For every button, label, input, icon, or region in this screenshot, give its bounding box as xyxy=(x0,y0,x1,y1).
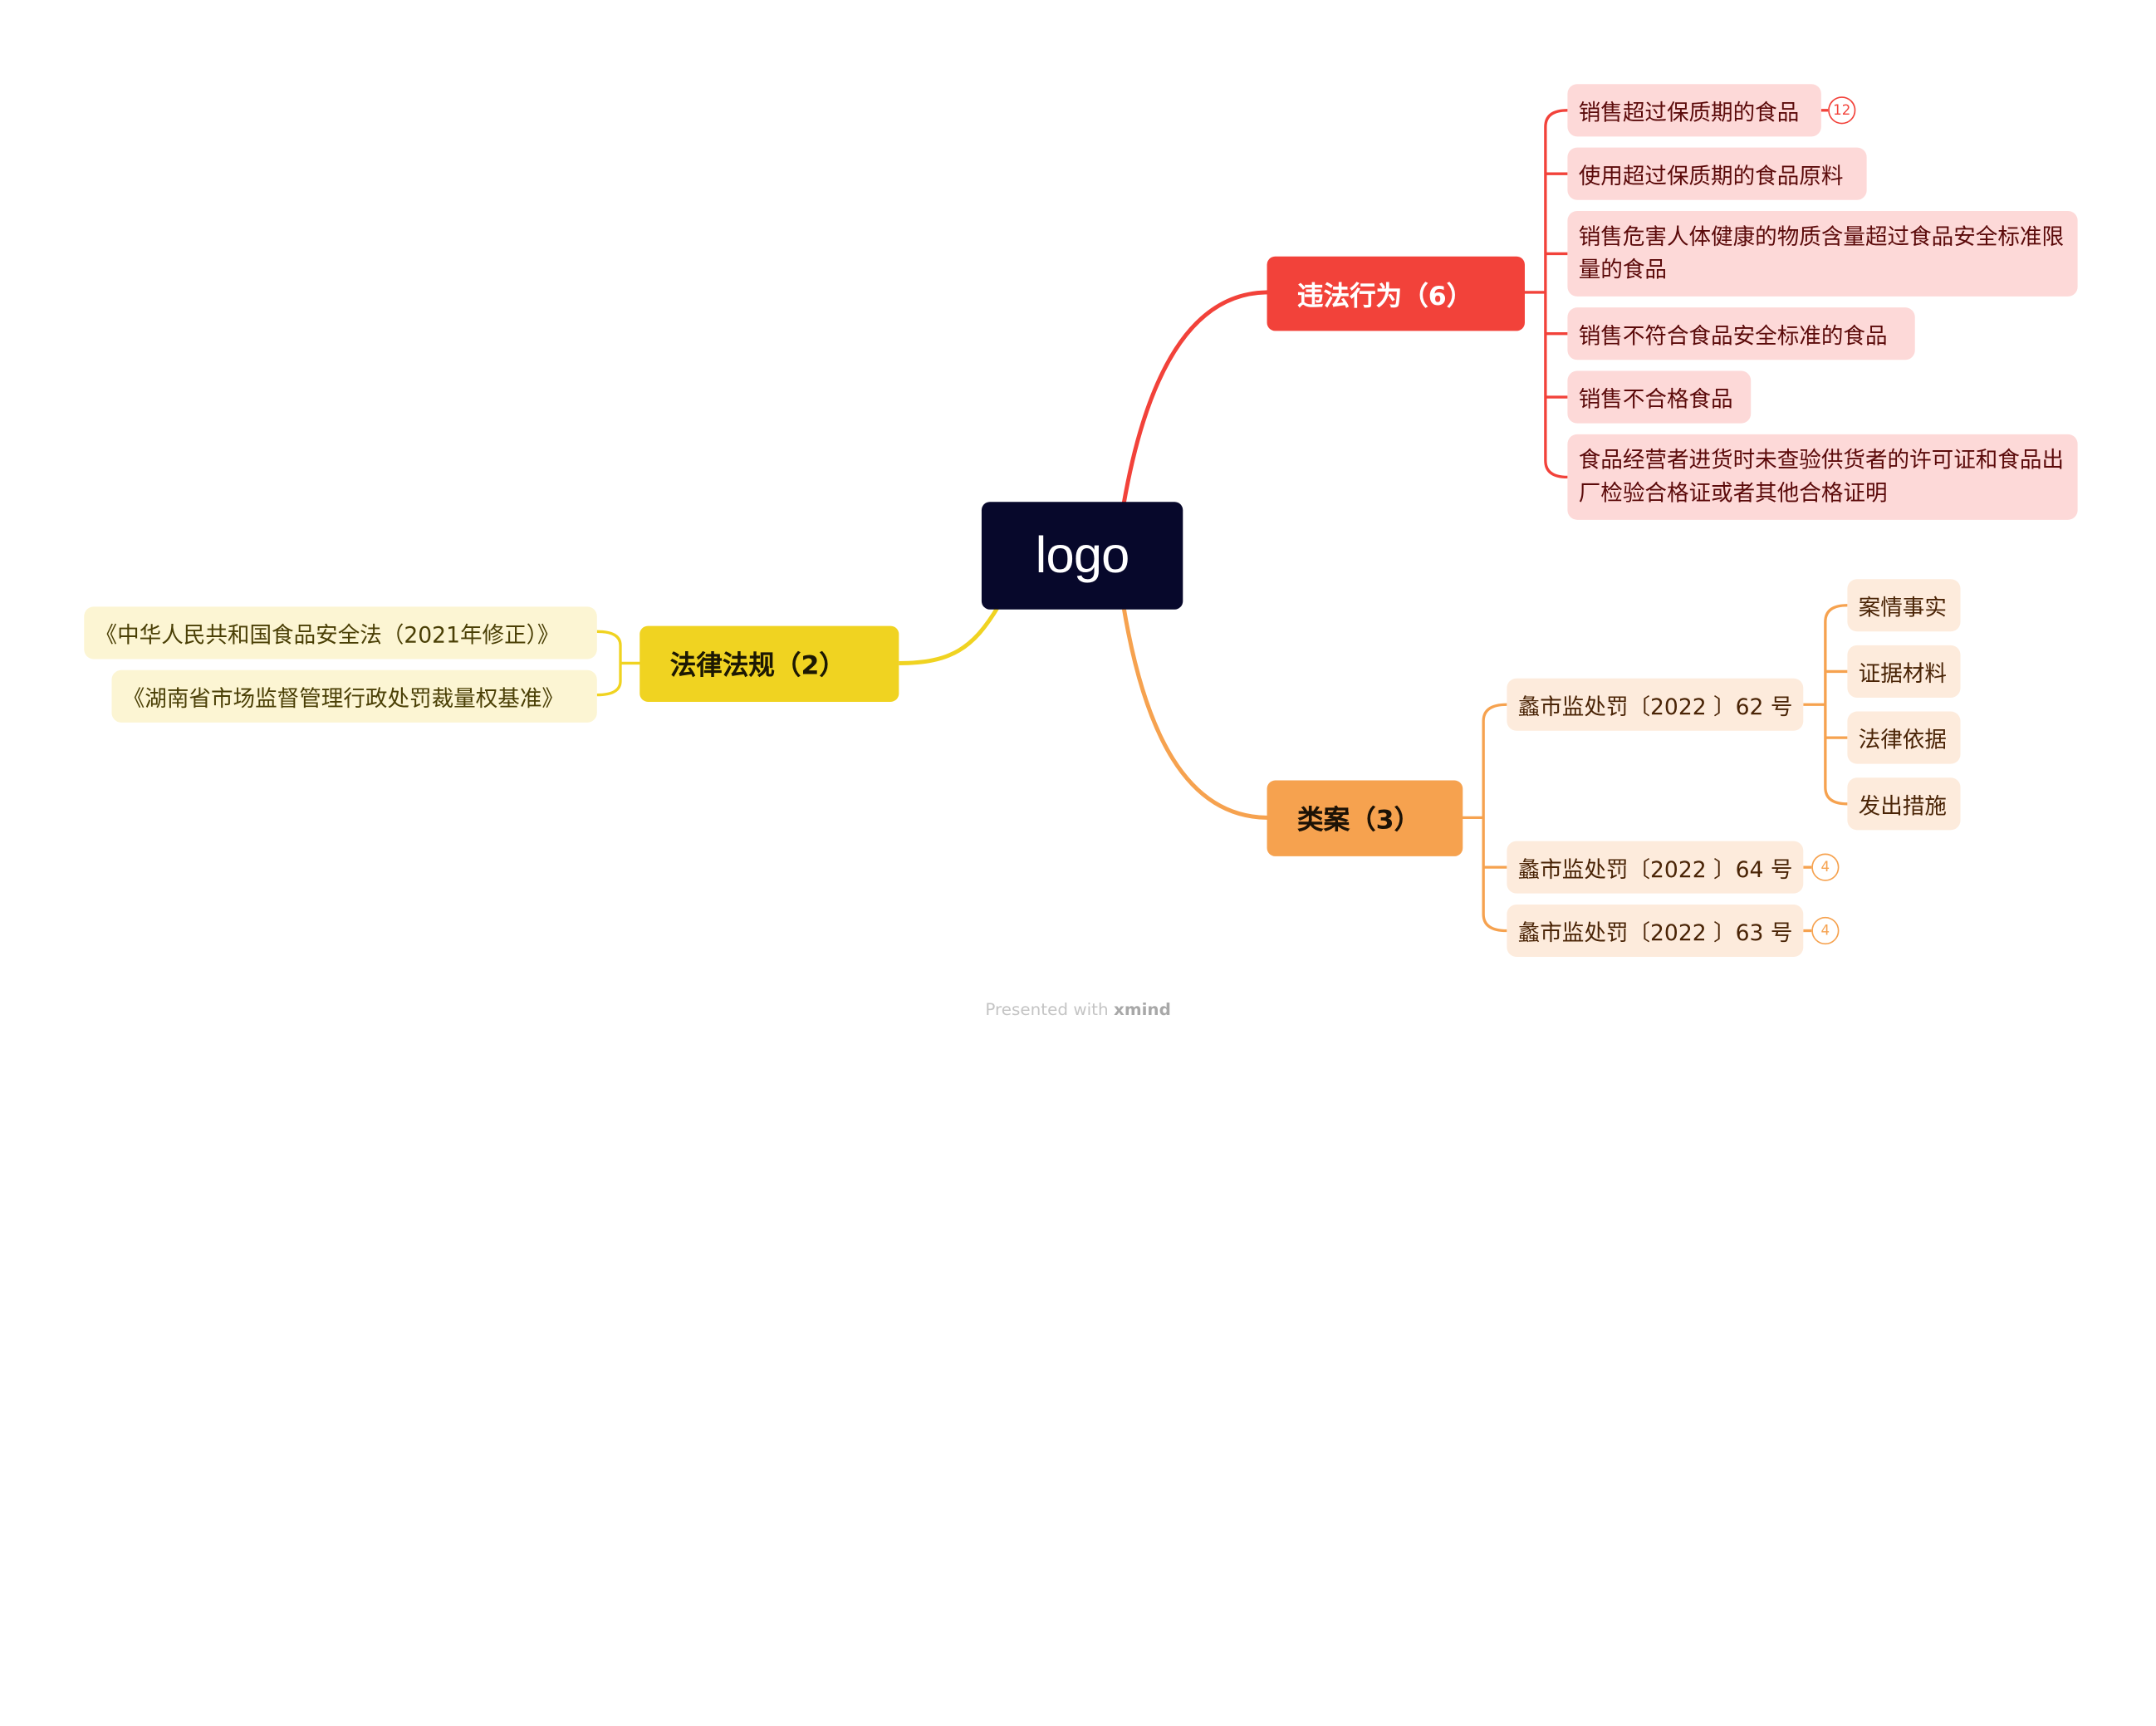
subtopic-violation-2[interactable]: 使用超过保质期的食品原料 xyxy=(1567,147,1867,200)
subtopic-law-food-safety[interactable]: 《中华人民共和国食品安全法（2021年修正）》 xyxy=(84,606,597,660)
subtopic-violation-6[interactable]: 食品经营者进货时未查验供货者的许可证和食品出厂检验合格证或者其他合格证明 xyxy=(1567,434,2078,520)
connector-case62-children xyxy=(1803,604,1848,806)
collapsed-count-badge[interactable]: 4 xyxy=(1811,853,1840,881)
central-topic-logo[interactable]: logo xyxy=(981,502,1183,610)
connector-lines xyxy=(596,109,1848,933)
mindmap-canvas: logo 违法行为（6） 类案（3） 法律法规（2） 销售超过保质期的食品 12… xyxy=(0,84,2156,1019)
main-topic-violations[interactable]: 违法行为（6） xyxy=(1267,256,1525,331)
collapsed-count-badge[interactable]: 4 xyxy=(1811,916,1840,945)
subtopic-violation-4[interactable]: 销售不符合食品安全标准的食品 xyxy=(1567,307,1915,360)
subtopic-violation-5[interactable]: 销售不合格食品 xyxy=(1567,370,1752,424)
subtopic-case62-measures[interactable]: 发出措施 xyxy=(1847,777,1961,831)
subtopic-law-hunan-benchmark[interactable]: 《湖南省市场监督管理行政处罚裁量权基准》 xyxy=(111,669,597,723)
subtopic-case62-legal-basis[interactable]: 法律依据 xyxy=(1847,711,1961,764)
subtopic-case-62[interactable]: 蠡市监处罚〔2022 〕62 号 xyxy=(1507,678,1804,731)
main-topic-laws[interactable]: 法律法规（2） xyxy=(639,625,899,702)
connector-laws-items xyxy=(596,630,641,697)
collapsed-count-badge[interactable]: 12 xyxy=(1828,96,1856,125)
connector-center-violations xyxy=(1121,290,1269,505)
footer-prefix: Presented with xyxy=(985,999,1109,1019)
connector-center-laws xyxy=(899,606,1000,665)
connector-center-cases xyxy=(1121,606,1269,820)
subtopic-case62-evidence[interactable]: 证据材料 xyxy=(1847,645,1961,698)
subtopic-case-63[interactable]: 蠡市监处罚〔2022 〕63 号 xyxy=(1507,904,1804,958)
subtopic-case62-facts[interactable]: 案情事实 xyxy=(1847,579,1961,632)
xmind-brand[interactable]: xmind xyxy=(1113,999,1171,1019)
subtopic-case-64[interactable]: 蠡市监处罚〔2022 〕64 号 xyxy=(1507,841,1804,894)
connector-violations-items xyxy=(1523,109,1829,479)
connector-cases-items xyxy=(1461,703,1812,933)
subtopic-violation-3[interactable]: 销售危害人体健康的物质含量超过食品安全标准限量的食品 xyxy=(1567,210,2078,297)
presented-with-footer: Presented with xmind xyxy=(0,1000,2156,1019)
main-topic-cases[interactable]: 类案（3） xyxy=(1267,780,1463,856)
subtopic-violation-1[interactable]: 销售超过保质期的食品 xyxy=(1567,84,1821,137)
